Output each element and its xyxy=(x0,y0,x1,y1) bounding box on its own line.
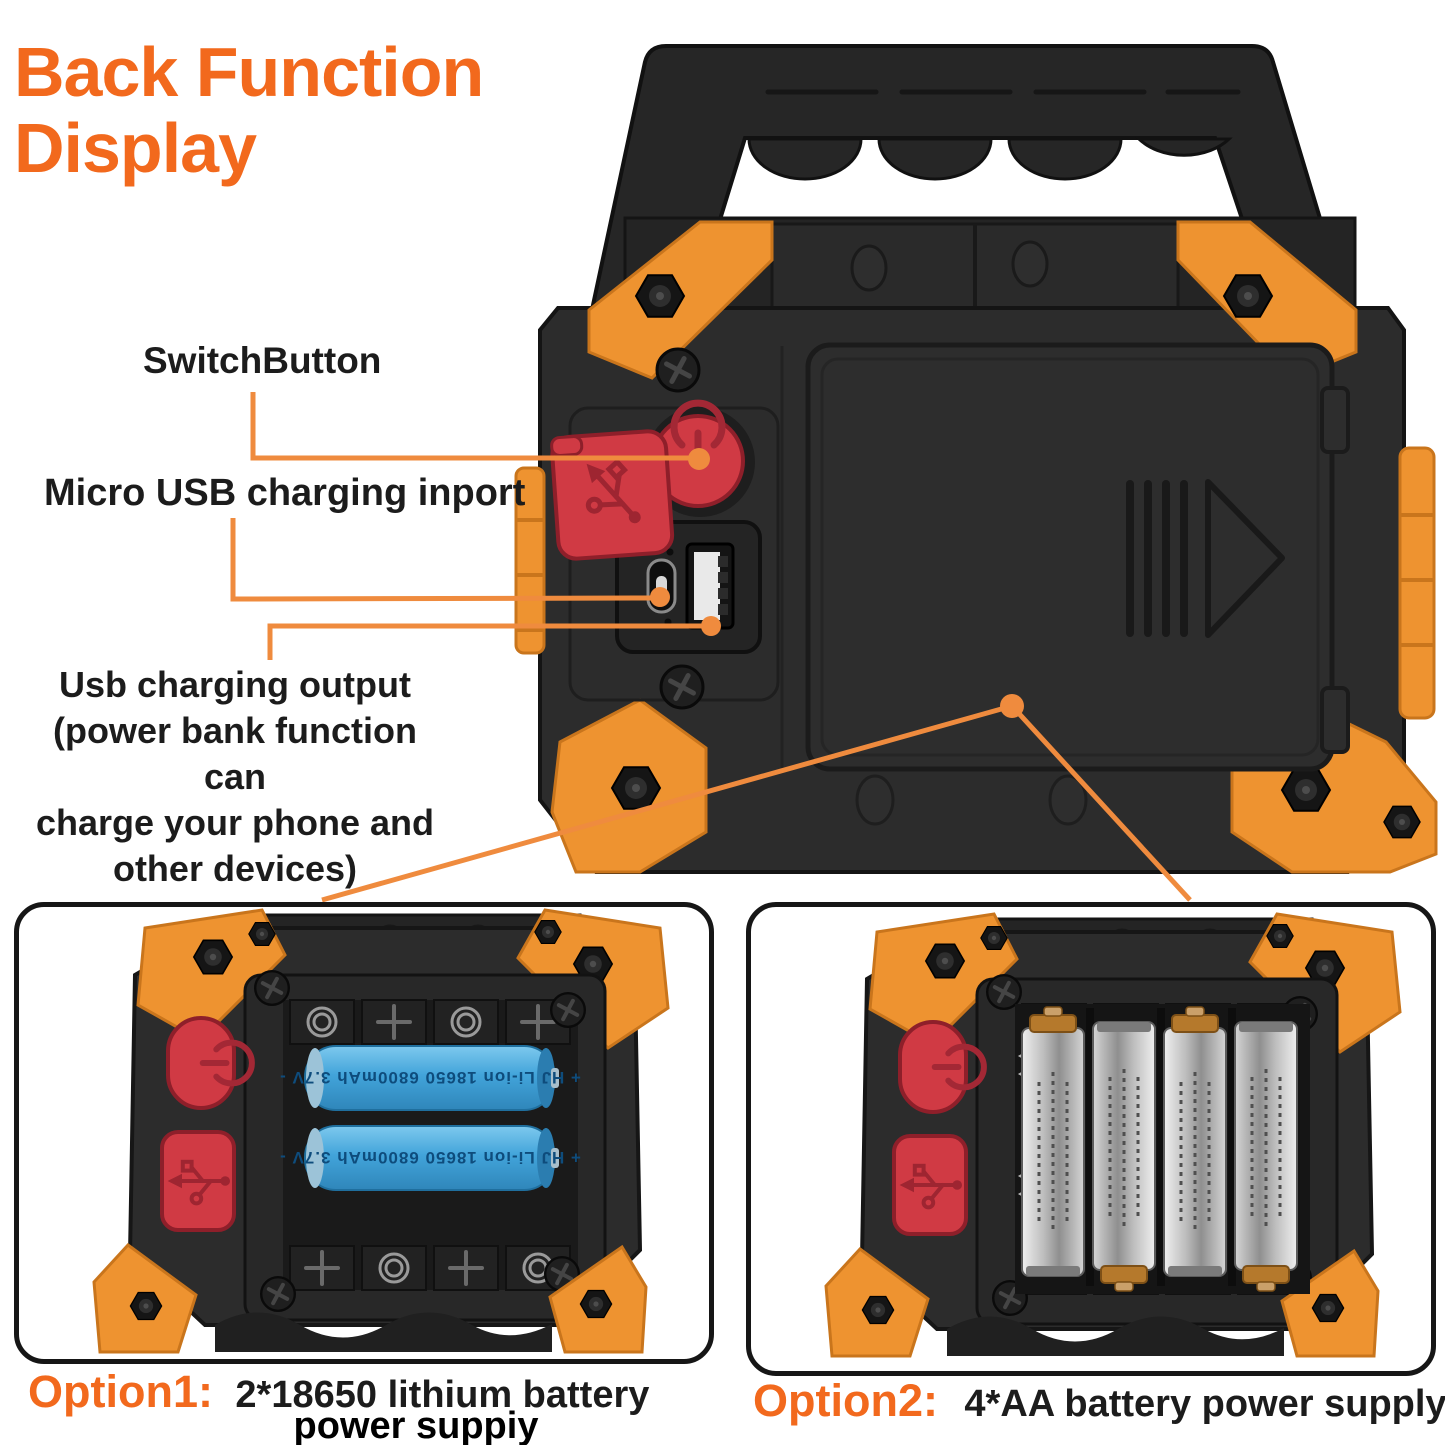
callout-micro-usb: Micro USB charging inport xyxy=(44,472,526,514)
leader-line-option2 xyxy=(1010,704,1192,902)
option1-caption: Option1: 2*18650 lithium battery xyxy=(28,1366,649,1418)
leader-line-option1 xyxy=(321,703,1013,903)
battery-marking: + HJ Li-ion 18650 6800mAh 3.7V - xyxy=(279,1068,581,1087)
door-grip-lines xyxy=(1126,480,1188,637)
leader-line-switch xyxy=(250,392,692,461)
leader-line-micro-usb xyxy=(230,518,653,602)
triangle-arrow-icon xyxy=(1205,479,1285,638)
option2-text: 4*AA battery power supply xyxy=(964,1383,1445,1425)
option2-caption: Option2: 4*AA battery power supply xyxy=(753,1375,1445,1427)
callout-usb-output-line: charge your phone and xyxy=(35,802,435,843)
option1-text: 2*18650 lithium battery xyxy=(235,1374,650,1416)
option1-label: Option1: xyxy=(28,1366,213,1417)
battery-door xyxy=(805,342,1350,772)
leader-lines xyxy=(230,392,1192,903)
callout-usb-output-line: (power bank function can xyxy=(53,710,417,797)
li-ion-batteries: + HJ Li-ion 18650 6800mAh 3.7V - + HJ Li… xyxy=(279,1045,581,1191)
callout-usb-output-line: Usb charging output xyxy=(59,664,411,705)
control-cluster xyxy=(550,349,780,708)
callout-switch-button: SwitchButton xyxy=(143,340,382,381)
usb-cover-flap xyxy=(550,429,675,561)
option1-inset-panel xyxy=(14,902,714,1364)
usb-a-port xyxy=(685,542,735,630)
option1-device: + HJ Li-ion 18650 6800mAh 3.7V - + HJ Li… xyxy=(94,910,668,1352)
leader-line-usb-output xyxy=(267,623,702,660)
page-title: Back Function Display xyxy=(14,33,484,187)
option2-inset-panel xyxy=(746,902,1436,1376)
page-title-line1: Back Function xyxy=(14,33,484,111)
main-unit xyxy=(514,44,1438,874)
callout-usb-output-line: other devices) xyxy=(112,848,358,889)
page-title-line2: Display xyxy=(14,109,257,187)
callout-usb-output: Usb charging output (power bank function… xyxy=(20,662,450,892)
battery-marking: + HJ Li-ion 18650 6800mAh 3.7V - xyxy=(279,1148,581,1167)
aa-batteries xyxy=(1015,1004,1310,1294)
option1-caption-line2: power suppiy xyxy=(293,1405,539,1445)
option2-label: Option2: xyxy=(753,1375,938,1426)
option2-device xyxy=(826,914,1400,1356)
